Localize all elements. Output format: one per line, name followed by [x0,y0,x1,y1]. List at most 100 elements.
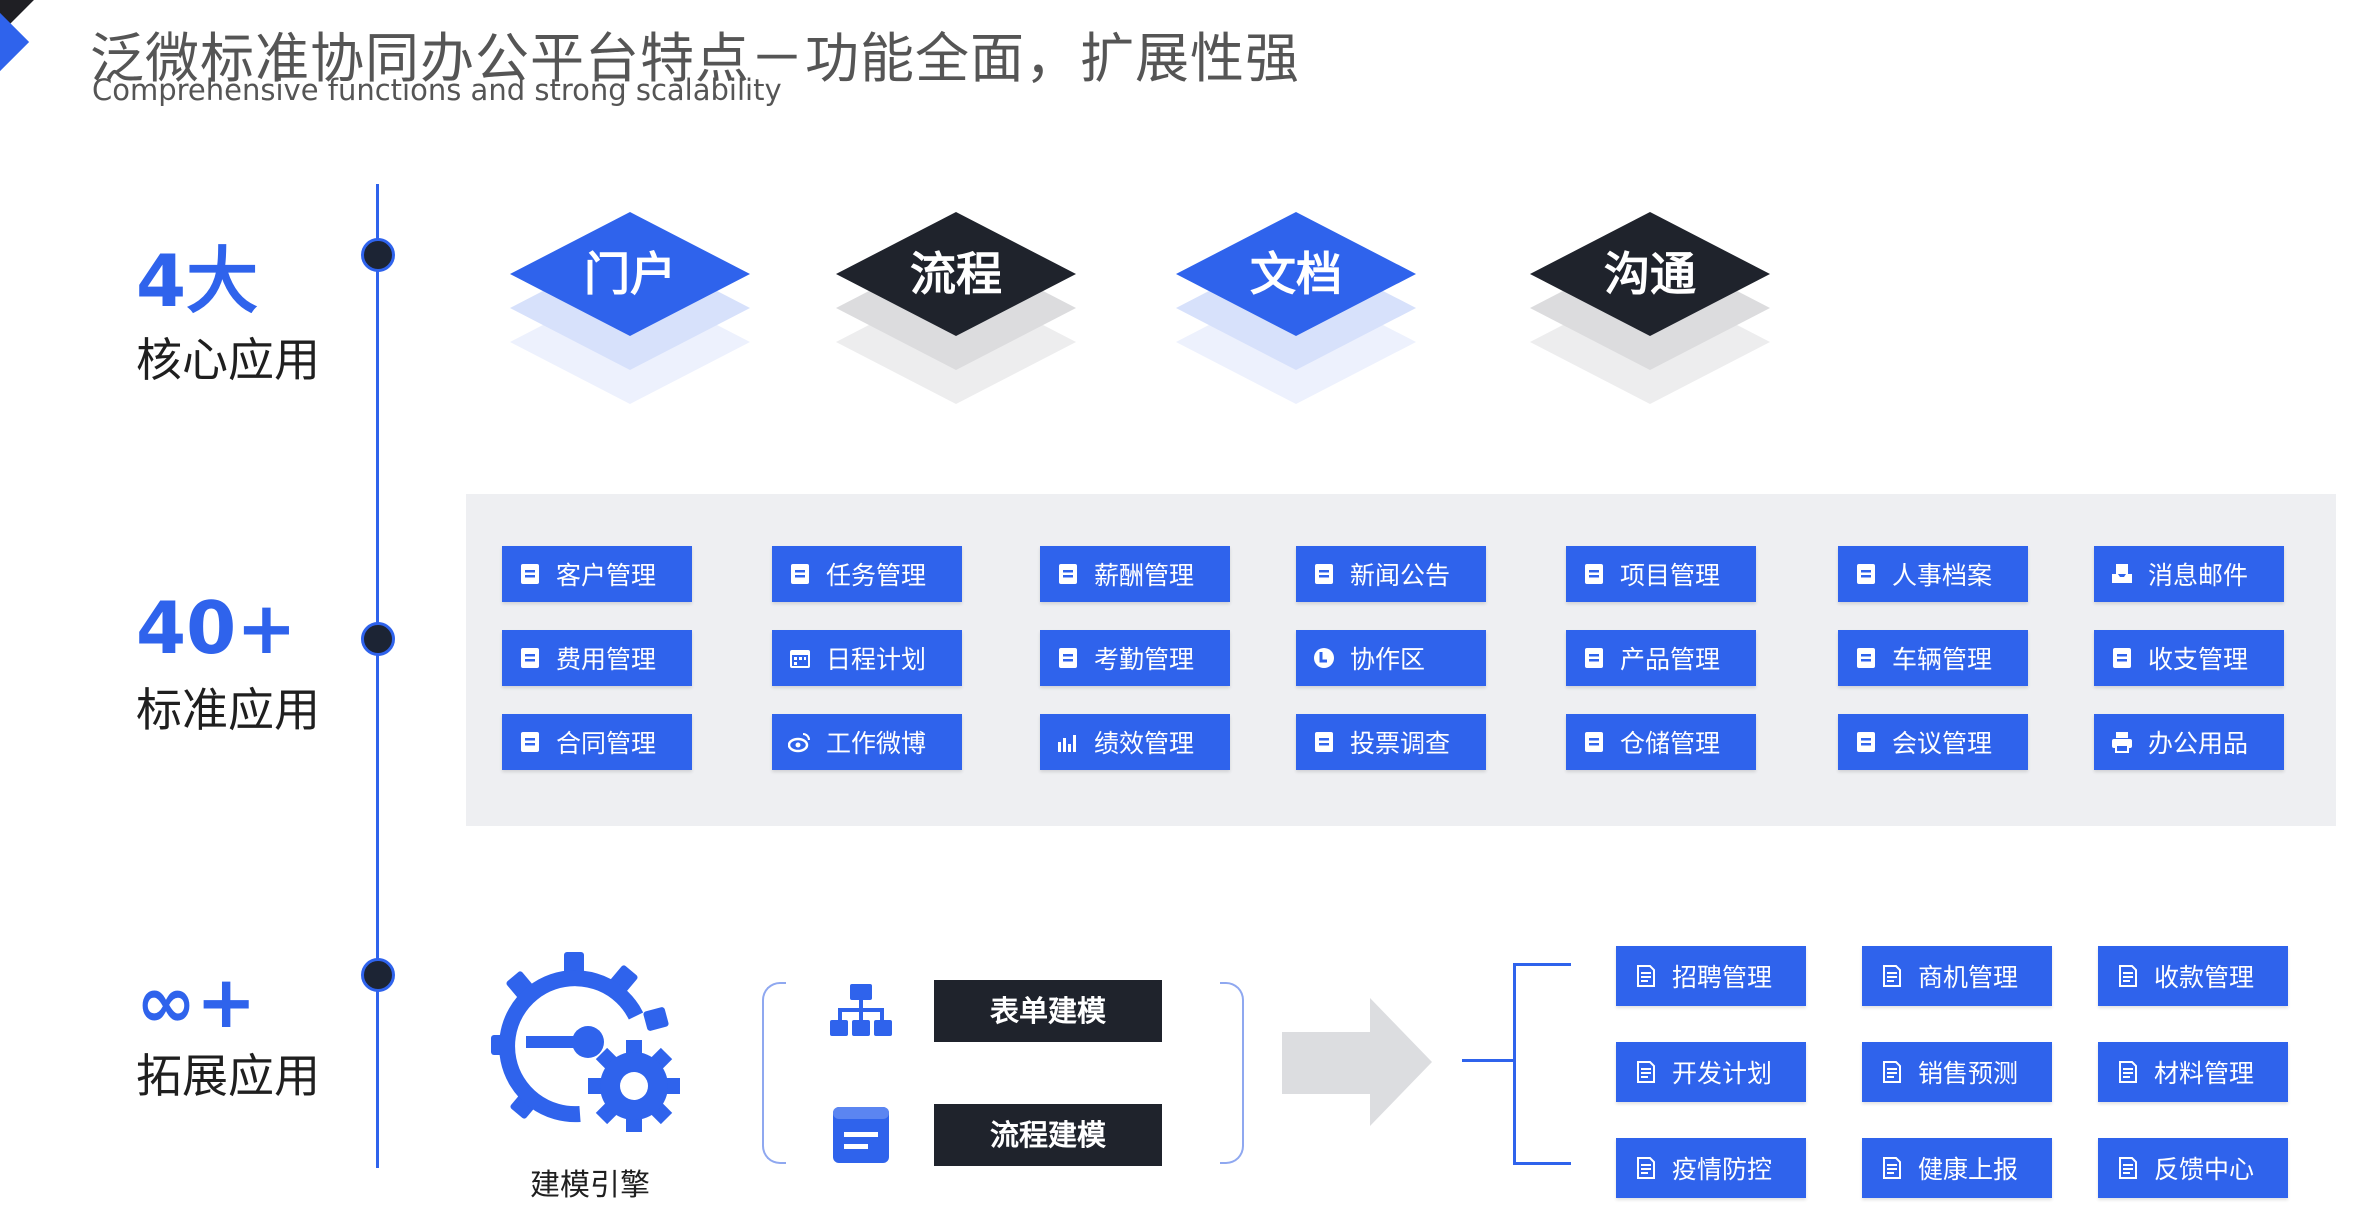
standard-app-tile[interactable]: 合同管理 [502,714,692,770]
core-label: 核心应用 [136,333,320,387]
attendance-clipboard-icon [1056,646,1080,670]
standard-app-tile[interactable]: 协作区 [1296,630,1486,686]
extended-app-tile[interactable]: 商机管理 [1862,946,2052,1006]
arrow-right-icon [1370,998,1432,1126]
standard-app-label: 产品管理 [1620,645,1721,674]
timeline-dot-core [361,238,395,272]
core-app-document[interactable]: 文档 [1176,212,1416,432]
vehicle-icon [1854,646,1878,670]
standard-app-label: 绩效管理 [1094,729,1195,758]
extended-app-tile[interactable]: 材料管理 [2098,1042,2288,1102]
extended-app-tile[interactable]: 健康上报 [1862,1138,2052,1198]
extended-app-tile[interactable]: 收款管理 [2098,946,2288,1006]
extended-app-label: 反馈中心 [2154,1155,2255,1184]
core-app-label: 门户 [584,247,676,301]
bracket-left [762,982,786,1164]
standard-app-label: 任务管理 [826,561,927,590]
standard-app-tile[interactable]: 项目管理 [1566,546,1756,602]
standard-app-label: 消息邮件 [2148,561,2249,590]
standard-app-tile[interactable]: 新闻公告 [1296,546,1486,602]
standard-app-tile[interactable]: 仓储管理 [1566,714,1756,770]
branch-vertical [1513,963,1516,1165]
standard-app-tile[interactable]: 投票调查 [1296,714,1486,770]
document-icon [1880,1060,1904,1084]
core-count: 4大 [136,239,259,323]
product-box-icon [1582,646,1606,670]
standard-app-tile[interactable]: 费用管理 [502,630,692,686]
core-app-label: 流程 [910,247,1002,301]
standard-app-tile[interactable]: 车辆管理 [1838,630,2028,686]
branch-bottom [1513,1162,1571,1165]
standard-app-tile[interactable]: 工作微博 [772,714,962,770]
bar-chart-icon [1056,730,1080,754]
task-check-icon [788,562,812,586]
timeline-dot-standard [361,622,395,656]
form-window-icon [833,1107,889,1163]
standard-app-tile[interactable]: 消息邮件 [2094,546,2284,602]
extended-app-tile[interactable]: 开发计划 [1616,1042,1806,1102]
standard-app-tile[interactable]: 会议管理 [1838,714,2028,770]
standard-app-tile[interactable]: 考勤管理 [1040,630,1230,686]
flow-modeling-button[interactable]: 流程建模 [934,1104,1162,1166]
extended-app-tile[interactable]: 疫情防控 [1616,1138,1806,1198]
calendar-icon [788,646,812,670]
standard-app-tile[interactable]: 绩效管理 [1040,714,1230,770]
standard-app-tile[interactable]: 薪酬管理 [1040,546,1230,602]
document-icon [1634,1060,1658,1084]
document-icon [2116,964,2140,988]
standard-app-label: 协作区 [1350,645,1426,674]
standard-app-tile[interactable]: 办公用品 [2094,714,2284,770]
gear-engine-icon [491,952,680,1132]
extended-app-label: 材料管理 [2154,1059,2255,1088]
standard-app-label: 投票调查 [1350,729,1451,758]
extended-app-label: 健康上报 [1918,1155,2019,1184]
standard-app-tile[interactable]: 客户管理 [502,546,692,602]
standard-app-tile[interactable]: 日程计划 [772,630,962,686]
org-chart-icon [830,984,892,1036]
core-app-communication[interactable]: 沟通 [1530,212,1770,432]
standard-label: 标准应用 [136,683,320,737]
document-icon [1880,1156,1904,1180]
arrow-right-shaft [1282,1032,1372,1094]
standard-app-label: 人事档案 [1892,561,1993,590]
finance-icon [2110,646,2134,670]
warehouse-icon [1582,730,1606,754]
core-app-workflow[interactable]: 流程 [836,212,1076,432]
contract-icon [518,730,542,754]
page-subtitle: Comprehensive functions and strong scala… [92,73,782,107]
standard-app-tile[interactable]: 收支管理 [2094,630,2284,686]
standard-app-label: 办公用品 [2148,729,2249,758]
extended-app-label: 商机管理 [1918,963,2019,992]
standard-app-tile[interactable]: 人事档案 [1838,546,2028,602]
standard-app-label: 工作微博 [826,729,927,758]
standard-app-tile[interactable]: 任务管理 [772,546,962,602]
document-icon [1634,1156,1658,1180]
extended-app-tile[interactable]: 招聘管理 [1616,946,1806,1006]
timeline-line [376,184,379,1168]
core-app-portal[interactable]: 门户 [510,212,750,432]
personnel-file-icon [1854,562,1878,586]
branch-top [1513,963,1571,966]
corner-mark-blue [0,10,30,74]
extended-app-tile[interactable]: 销售预测 [1862,1042,2052,1102]
ballot-icon [1312,730,1336,754]
standard-count: 40+ [136,586,297,670]
form-modeling-button[interactable]: 表单建模 [934,980,1162,1042]
extended-app-tile[interactable]: 反馈中心 [2098,1138,2288,1198]
standard-app-label: 日程计划 [826,645,927,674]
standard-app-label: 薪酬管理 [1094,561,1195,590]
standard-app-tile[interactable]: 产品管理 [1566,630,1756,686]
money-bag-icon [1056,562,1080,586]
standard-app-label: 收支管理 [2148,645,2249,674]
branch-connector [1462,1059,1514,1062]
standard-app-label: 项目管理 [1620,561,1721,590]
core-app-label: 文档 [1250,247,1342,301]
standard-app-label: 费用管理 [556,645,657,674]
printer-icon [2110,730,2134,754]
extended-app-label: 销售预测 [1918,1059,2019,1088]
page-title: 泛微标准协同办公平台特点－功能全面，扩展性强 [90,27,1300,90]
standard-app-label: 考勤管理 [1094,645,1195,674]
document-icon [1880,964,1904,988]
extended-label: 拓展应用 [136,1049,320,1103]
engine-label: 建模引擎 [530,1168,650,1203]
